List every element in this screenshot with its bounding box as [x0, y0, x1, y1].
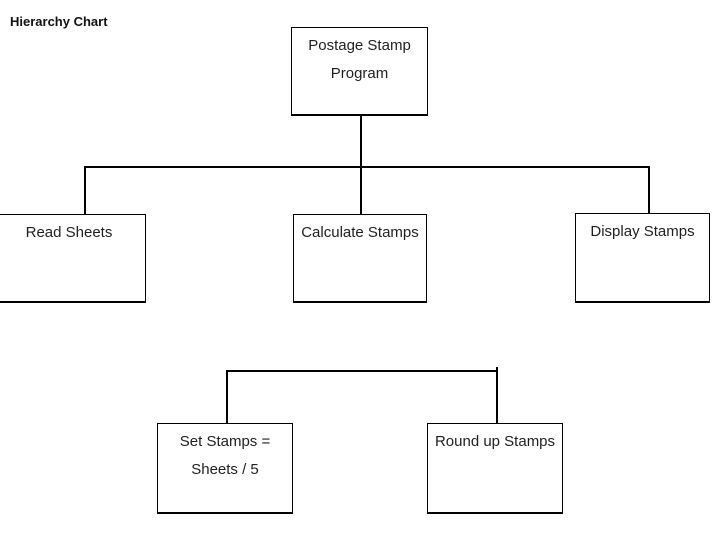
connector-level2-horizontal: [84, 166, 650, 168]
node-calculate-stamps-label: Calculate Stamps: [301, 224, 419, 241]
node-round-up-stamps-label: Round up Stamps: [434, 433, 556, 450]
node-display-stamps: Display Stamps: [575, 213, 710, 303]
node-calculate-stamps: Calculate Stamps: [293, 214, 427, 303]
chart-title: Hierarchy Chart: [10, 14, 108, 29]
connector-read-sheets-vertical: [84, 166, 86, 214]
node-round-up-stamps: Round up Stamps: [427, 423, 563, 514]
node-read-sheets: Read Sheets: [0, 214, 146, 303]
node-set-stamps: Set Stamps = Sheets / 5: [157, 423, 293, 514]
node-postage-stamp-program: Postage Stamp Program: [291, 27, 428, 116]
node-read-sheets-label: Read Sheets: [25, 224, 113, 241]
connector-level3-horizontal: [226, 370, 498, 372]
connector-root-vertical: [360, 116, 362, 214]
connector-set-stamps-vertical: [226, 370, 228, 423]
node-postage-stamp-program-label: Postage Stamp Program: [308, 37, 411, 82]
node-display-stamps-label: Display Stamps: [590, 223, 695, 240]
node-set-stamps-label: Set Stamps = Sheets / 5: [179, 433, 271, 478]
connector-round-up-stamps-vertical: [496, 367, 498, 423]
connector-display-stamps-vertical: [648, 166, 650, 213]
